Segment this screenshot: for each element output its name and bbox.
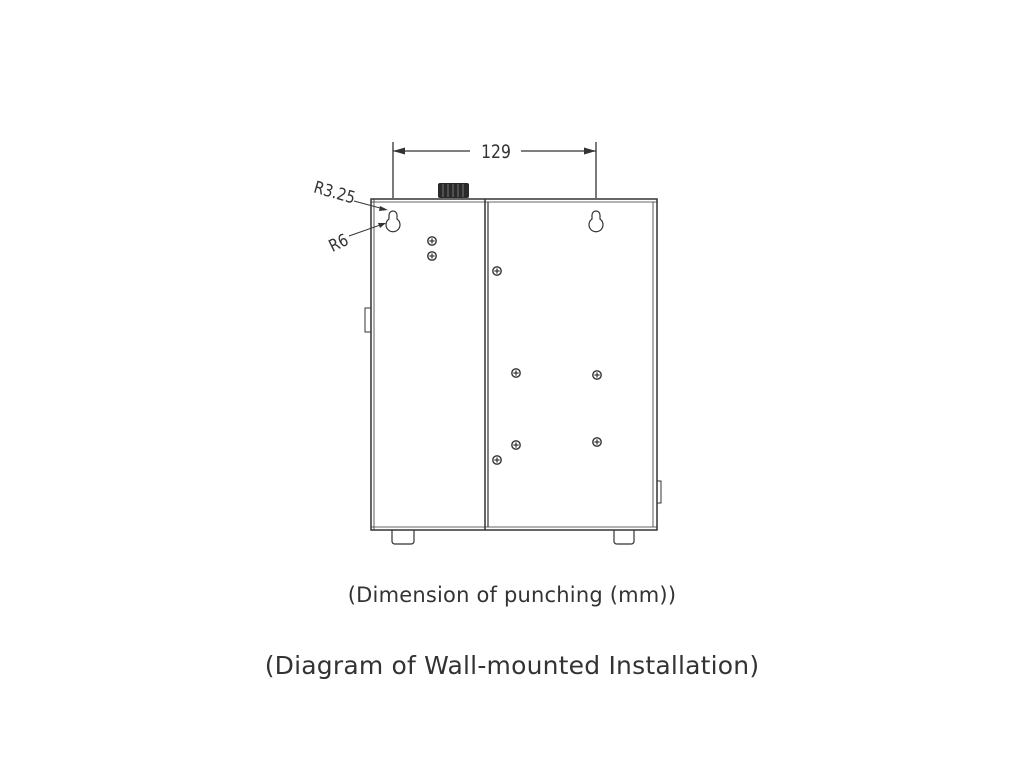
radius-label-r6: R6: [325, 229, 351, 256]
keyhole-slot-right: [588, 210, 604, 233]
screw-8: [492, 455, 502, 465]
screw-3: [492, 266, 502, 276]
device-body: [370, 198, 658, 531]
screw-6: [511, 440, 521, 450]
keyhole-slot-left: [385, 210, 401, 233]
right-side-tab: [656, 480, 662, 504]
dimension-label-129: 129: [481, 142, 511, 164]
foot-left: [391, 530, 415, 545]
leader-arrow-r3-25: [379, 206, 388, 211]
radius-label-r3-25: R3.25: [312, 177, 358, 208]
screw-5: [592, 370, 602, 380]
screw-2: [427, 251, 437, 261]
leader-arrow-r6: [378, 223, 386, 228]
punching-dimension-caption: (Dimension of punching (mm)): [347, 583, 677, 607]
arrowhead-right: [584, 147, 596, 155]
arrowhead-left: [393, 147, 405, 155]
screw-4: [511, 368, 521, 378]
screw-group: [427, 236, 602, 465]
leader-line-r3-25: [353, 200, 385, 210]
foot-right: [613, 530, 635, 545]
top-knob: [438, 183, 469, 198]
left-side-tab: [364, 307, 372, 333]
leader-line-r6: [348, 223, 384, 237]
screw-7: [592, 437, 602, 447]
installation-diagram-caption: (Diagram of Wall-mounted Installation): [264, 651, 760, 680]
screw-1: [427, 236, 437, 246]
device-outline: [370, 198, 658, 531]
dimension-129: [392, 142, 597, 198]
